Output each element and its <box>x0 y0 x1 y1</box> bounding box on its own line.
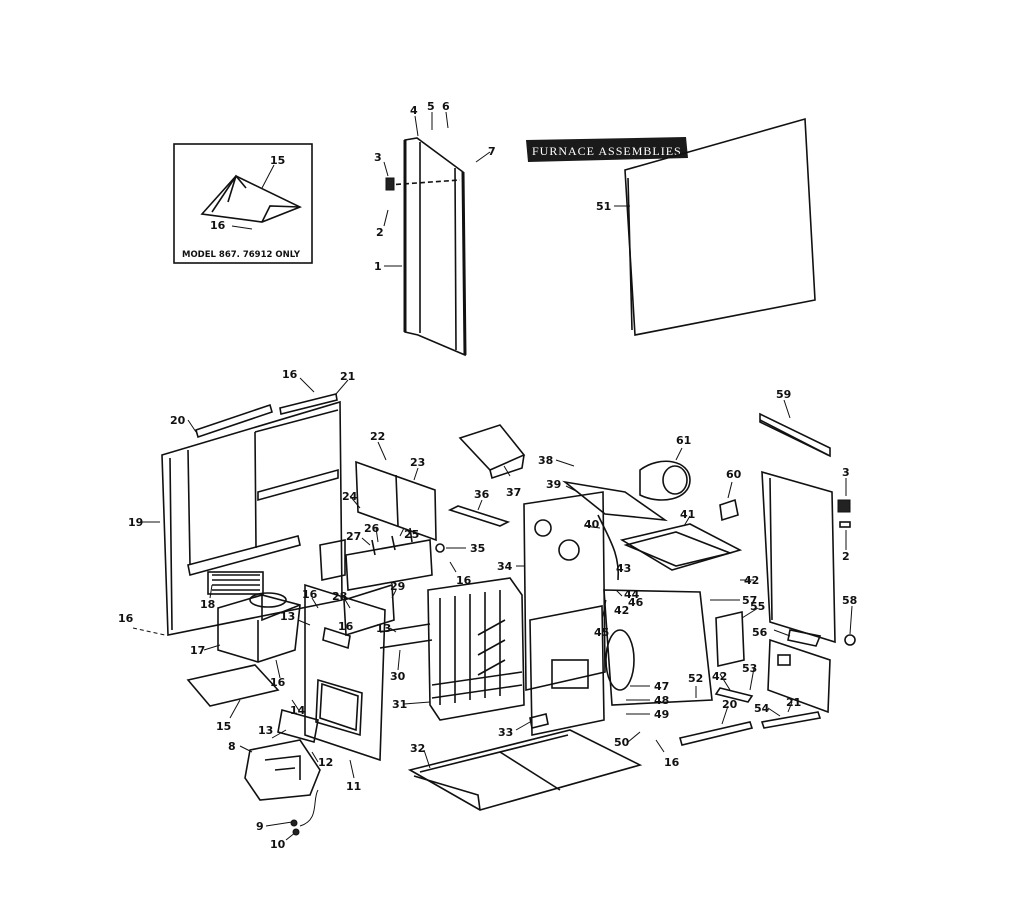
callout-55: 55 <box>750 600 765 613</box>
callout-58: 58 <box>842 594 857 607</box>
callout-4: 4 <box>410 104 418 117</box>
callout-19: 19 <box>128 516 143 529</box>
callout-48: 48 <box>654 694 669 707</box>
callout-22: 22 <box>370 430 385 443</box>
callout-35: 35 <box>470 542 485 555</box>
front-panel-assembly: 13 16 16 14 13 12 11 8 9 10 <box>228 583 386 851</box>
callout-20-left: 20 <box>170 414 186 427</box>
callout-52: 52 <box>688 672 703 685</box>
front-door-part: 4 5 6 7 3 2 1 <box>374 100 496 357</box>
callout-40: 40 <box>584 518 600 531</box>
callout-57: 57 <box>742 594 757 607</box>
callout-42-lower: 42 <box>712 670 727 683</box>
callout-24: 24 <box>342 490 358 503</box>
assemblies-banner: FURNACE ASSEMBLIES <box>526 137 688 162</box>
callout-13-lower: 13 <box>258 724 273 737</box>
callout-32: 32 <box>410 742 425 755</box>
callout-5: 5 <box>427 100 435 113</box>
callout-6: 6 <box>442 100 450 113</box>
heat-exchanger: 31 <box>392 577 525 721</box>
cabinet-left: 20 16 21 19 18 17 16 16 15 <box>118 368 355 733</box>
callout-43: 43 <box>616 562 631 575</box>
callout-12: 12 <box>318 756 333 769</box>
panel-51: 51 <box>596 117 816 336</box>
callout-13-upper: 13 <box>280 610 295 623</box>
callout-46: 46 <box>628 596 644 609</box>
callout-45: 45 <box>594 626 609 639</box>
callout-16-inset: 16 <box>210 219 226 232</box>
callout-16-top: 16 <box>282 368 298 381</box>
callout-26: 26 <box>364 522 380 535</box>
model-inset: 15 16 MODEL 867. 76912 ONLY <box>173 143 313 264</box>
callout-2-right: 2 <box>842 550 850 563</box>
callout-14: 14 <box>290 704 306 717</box>
center-assembly: 34 37 38 39 40 61 41 60 43 42 44 42 46 4… <box>458 424 759 769</box>
callout-16-panel: 16 <box>302 588 318 601</box>
callout-30: 30 <box>390 670 406 683</box>
callout-29: 29 <box>390 580 405 593</box>
callout-25: 25 <box>404 528 419 541</box>
callout-20-right: 20 <box>722 698 738 711</box>
callout-11: 11 <box>346 780 361 793</box>
callout-1: 1 <box>374 260 382 273</box>
callout-16-bottom: 16 <box>664 756 680 769</box>
base-pan: 33 32 <box>407 713 643 811</box>
callout-3-right: 3 <box>842 466 850 479</box>
callout-18: 18 <box>200 598 215 611</box>
callout-7: 7 <box>488 145 496 158</box>
callout-44: 44 <box>624 588 640 601</box>
right-assembly: 59 3 2 58 55 56 42 53 52 20 54 21 <box>678 388 857 746</box>
callout-42-mid: 42 <box>614 604 629 617</box>
callout-47: 47 <box>654 680 669 693</box>
callout-17: 17 <box>190 644 205 657</box>
callout-21-top: 21 <box>340 370 355 383</box>
callout-61: 61 <box>676 434 691 447</box>
callout-31: 31 <box>392 698 407 711</box>
callout-53: 53 <box>742 662 757 675</box>
callout-51: 51 <box>596 200 611 213</box>
callout-49: 49 <box>654 708 669 721</box>
callout-60: 60 <box>726 468 742 481</box>
callout-21-right: 21 <box>786 696 801 709</box>
callout-37: 37 <box>506 486 521 499</box>
callout-15-lower: 15 <box>216 720 231 733</box>
callout-36: 36 <box>474 488 490 501</box>
callout-27: 27 <box>346 530 361 543</box>
callout-8: 8 <box>228 740 236 753</box>
callout-13-mid: 13 <box>376 622 391 635</box>
callout-2-top: 2 <box>376 226 384 239</box>
callout-15-inset: 15 <box>270 154 285 167</box>
callout-38: 38 <box>538 454 553 467</box>
inset-caption: MODEL 867. 76912 ONLY <box>182 250 301 260</box>
banner-title: FURNACE ASSEMBLIES <box>532 144 682 158</box>
callout-16-left: 16 <box>118 612 134 625</box>
callout-56: 56 <box>752 626 768 639</box>
callout-9: 9 <box>256 820 264 833</box>
callout-3-top: 3 <box>374 151 382 164</box>
callout-34: 34 <box>497 560 513 573</box>
callout-54: 54 <box>754 702 770 715</box>
callout-42-upper: 42 <box>744 574 759 587</box>
middle-parts: 22 23 24 27 26 25 36 35 29 28 16 13 30 <box>319 430 511 683</box>
callout-50: 50 <box>614 736 630 749</box>
callout-10: 10 <box>270 838 286 851</box>
callout-41: 41 <box>680 508 695 521</box>
callout-59: 59 <box>776 388 791 401</box>
callout-16-blower: 16 <box>270 676 286 689</box>
callout-23: 23 <box>410 456 425 469</box>
callout-39: 39 <box>546 478 561 491</box>
callout-33: 33 <box>498 726 513 739</box>
callout-28: 28 <box>332 590 347 603</box>
